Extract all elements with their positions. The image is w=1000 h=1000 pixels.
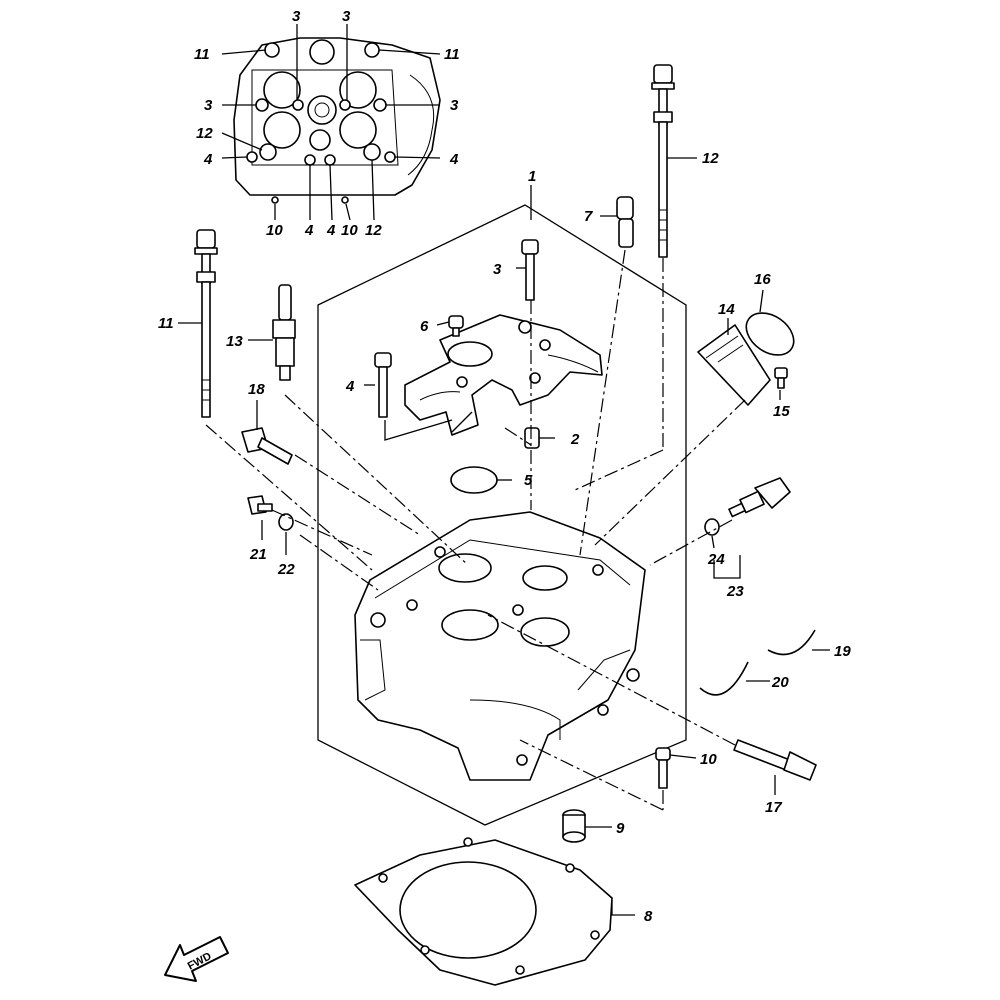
- washer-24: [704, 518, 720, 536]
- callout-19: 19: [834, 643, 851, 660]
- screw-15: [774, 367, 788, 389]
- callout-1: 1: [528, 168, 536, 185]
- callout-20: 20: [771, 674, 789, 691]
- inset-callout-11-left: 11: [194, 46, 210, 63]
- callout-14: 14: [718, 301, 735, 318]
- inset-callout-3-b: 3: [342, 8, 351, 25]
- callout-11: 11: [158, 315, 174, 332]
- inset-callout-4-left: 4: [203, 151, 213, 168]
- bolt-10: [655, 747, 671, 789]
- sensor-23: [728, 477, 791, 518]
- clip-19: [767, 629, 816, 656]
- callout-13: 13: [226, 333, 243, 350]
- cylinder-head: [354, 511, 646, 781]
- callout-6: 6: [420, 318, 429, 335]
- callout-17: 17: [765, 799, 782, 816]
- inset-callout-3-right: 3: [450, 97, 459, 114]
- intake-pipe-14: [697, 324, 771, 406]
- alignment-lines: [205, 249, 746, 811]
- dowel-pin-2: [524, 427, 540, 449]
- bolt-18: [241, 427, 293, 465]
- callout-12: 12: [702, 150, 719, 167]
- inset-callout-10-a: 10: [266, 222, 283, 239]
- callout-labels: 1 2 3 4 5 6 7 8 9 10 11 12 13 14 15 16 1…: [158, 150, 851, 925]
- valve-7: [616, 196, 634, 248]
- bolt-21: [247, 495, 273, 515]
- inset-callout-3-a: 3: [292, 8, 301, 25]
- callout-3: 3: [493, 261, 502, 278]
- callout-24: 24: [707, 551, 725, 568]
- leader-lines: [178, 157, 830, 916]
- clip-20: [699, 661, 749, 696]
- callout-7: 7: [584, 208, 593, 225]
- o-ring-5: [450, 466, 498, 494]
- inset-callout-4-right: 4: [449, 151, 459, 168]
- inset-callout-12-left: 12: [196, 125, 213, 142]
- inset-callout-10-b: 10: [341, 222, 358, 239]
- bolt-3: [521, 239, 539, 301]
- bolt-12: [651, 64, 675, 258]
- callout-8: 8: [644, 908, 653, 925]
- head-gasket-8: [354, 837, 613, 986]
- camshaft-holder: [404, 314, 603, 436]
- callout-22: 22: [277, 561, 295, 578]
- fwd-arrow-icon: [164, 936, 229, 982]
- inset-callout-12-b: 12: [365, 222, 382, 239]
- assembly-outline: [317, 204, 687, 826]
- inset-top-view: [233, 37, 441, 204]
- bolt-17: [733, 739, 817, 781]
- inset-callout-4-c: 4: [326, 222, 336, 239]
- callout-4: 4: [345, 378, 355, 395]
- callout-10: 10: [700, 751, 717, 768]
- bolt-11: [194, 229, 218, 418]
- callout-9: 9: [616, 820, 625, 837]
- callout-15: 15: [773, 403, 790, 420]
- inset-callout-3-left: 3: [204, 97, 213, 114]
- clamp-16: [745, 312, 795, 356]
- inset-labels: 11 11 3 3 3 3 12 4 4 10 4 4 10 12: [194, 8, 460, 239]
- bolt-6: [448, 315, 464, 337]
- inset-leader-lines: [221, 24, 441, 221]
- spark-plug-13: [272, 284, 296, 381]
- dowel-9: [562, 809, 586, 843]
- callout-18: 18: [248, 381, 265, 398]
- callout-2: 2: [570, 431, 580, 448]
- inset-callout-4-b: 4: [304, 222, 314, 239]
- callout-16: 16: [754, 271, 771, 288]
- bolt-4: [374, 352, 392, 418]
- washer-22: [278, 513, 294, 531]
- callout-23: 23: [726, 583, 744, 600]
- callout-21: 21: [249, 546, 267, 563]
- inset-callout-11-right: 11: [444, 46, 460, 63]
- callout-5: 5: [524, 472, 533, 489]
